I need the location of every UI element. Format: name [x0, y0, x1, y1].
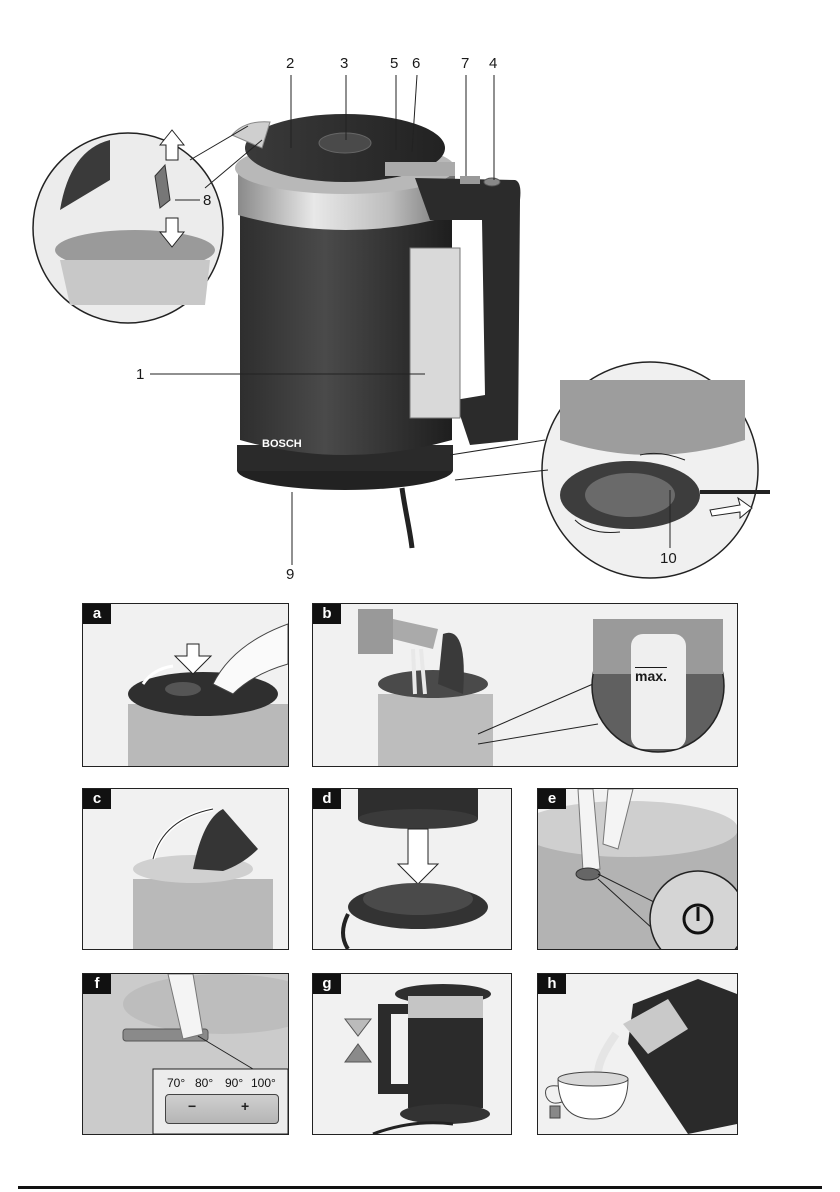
temp-70: 70° — [167, 1076, 185, 1090]
brand-logo: BOSCH — [262, 438, 302, 450]
panel-g-illustration — [313, 974, 511, 1134]
panel-e: e — [537, 788, 738, 950]
panel-d-illustration — [313, 789, 511, 949]
panel-f-tag: f — [83, 974, 111, 994]
kettle-drawing — [0, 0, 840, 600]
kettle-overview-illustration: 2 3 5 6 7 4 8 1 9 10 BOSCH — [0, 0, 840, 600]
panel-h: h — [537, 973, 738, 1135]
panel-a-tag: a — [83, 604, 111, 624]
callout-7: 7 — [461, 55, 469, 72]
callout-5: 5 — [390, 55, 398, 72]
callout-2: 2 — [286, 55, 294, 72]
temp-90: 90° — [225, 1076, 243, 1090]
callout-6: 6 — [412, 55, 420, 72]
panel-a: a — [82, 603, 289, 767]
callout-10: 10 — [660, 550, 677, 567]
temp-80: 80° — [195, 1076, 213, 1090]
panel-c: c — [82, 788, 289, 950]
panel-a-illustration — [83, 604, 288, 766]
panel-g-tag: g — [313, 974, 341, 994]
panel-c-illustration — [83, 789, 288, 949]
panel-b-tag: b — [313, 604, 341, 624]
callout-1: 1 — [136, 366, 144, 383]
temp-minus-button[interactable]: − — [188, 1098, 196, 1114]
panel-d: d — [312, 788, 512, 950]
callout-3: 3 — [340, 55, 348, 72]
temp-plus-button[interactable]: + — [241, 1098, 249, 1114]
panel-e-illustration — [538, 789, 737, 949]
page-bottom-rule — [18, 1186, 822, 1189]
callout-4: 4 — [489, 55, 497, 72]
panel-d-tag: d — [313, 789, 341, 809]
panel-c-tag: c — [83, 789, 111, 809]
panel-h-tag: h — [538, 974, 566, 994]
panel-b: b max. — [312, 603, 738, 767]
temperature-control-bar — [165, 1094, 279, 1124]
callout-8: 8 — [203, 192, 211, 209]
panel-f: f 70° 80° 90° 100° − + — [82, 973, 289, 1135]
callout-9: 9 — [286, 566, 294, 583]
temp-100: 100° — [251, 1076, 276, 1090]
panel-h-illustration — [538, 974, 737, 1134]
panel-b-illustration — [313, 604, 737, 766]
max-fill-label: max. — [635, 668, 667, 684]
panel-e-tag: e — [538, 789, 566, 809]
panel-g: g — [312, 973, 512, 1135]
